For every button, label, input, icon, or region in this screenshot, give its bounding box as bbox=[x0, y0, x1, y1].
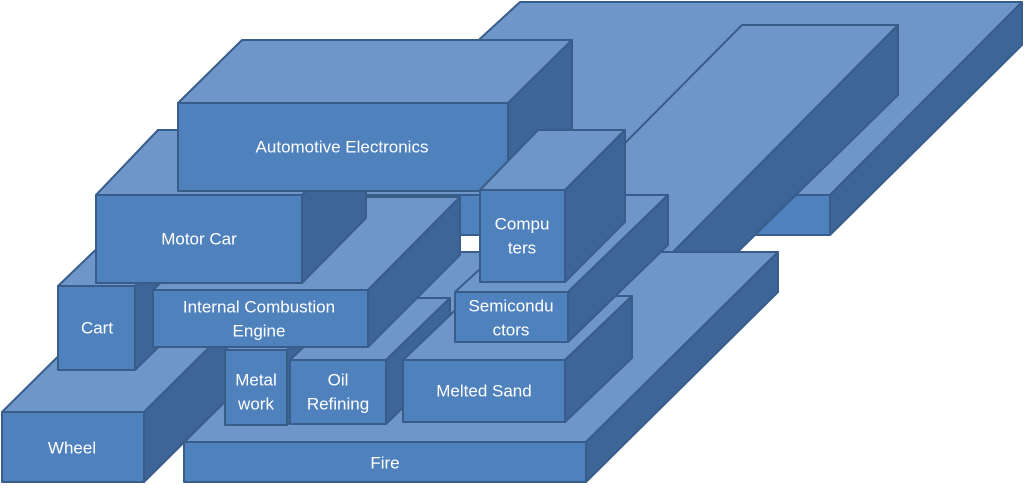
cart-label: Cart bbox=[81, 318, 113, 337]
computers-label-line1: Compu bbox=[495, 214, 550, 233]
wheel-label: Wheel bbox=[48, 438, 96, 457]
motor-car-label: Motor Car bbox=[161, 229, 237, 248]
metalwork-label-line1: Metal bbox=[235, 370, 277, 389]
fire-label: Fire bbox=[370, 453, 399, 472]
block-computers: Compu ters bbox=[479, 129, 626, 283]
automotive-electronics-label: Automotive Electronics bbox=[256, 137, 429, 156]
ice-label-line1: Internal Combustion bbox=[183, 297, 335, 316]
semiconductors-label-line1: Semicondu bbox=[468, 296, 553, 315]
semiconductors-label-line2: ctors bbox=[493, 320, 530, 339]
melted-sand-label: Melted Sand bbox=[436, 381, 531, 400]
computers-label-line2: ters bbox=[508, 238, 536, 257]
oil-label-line2: Refining bbox=[307, 394, 369, 413]
metalwork-label-line2: work bbox=[237, 394, 274, 413]
oil-label-line1: Oil bbox=[328, 370, 349, 389]
ice-label-line2: Engine bbox=[233, 321, 286, 340]
